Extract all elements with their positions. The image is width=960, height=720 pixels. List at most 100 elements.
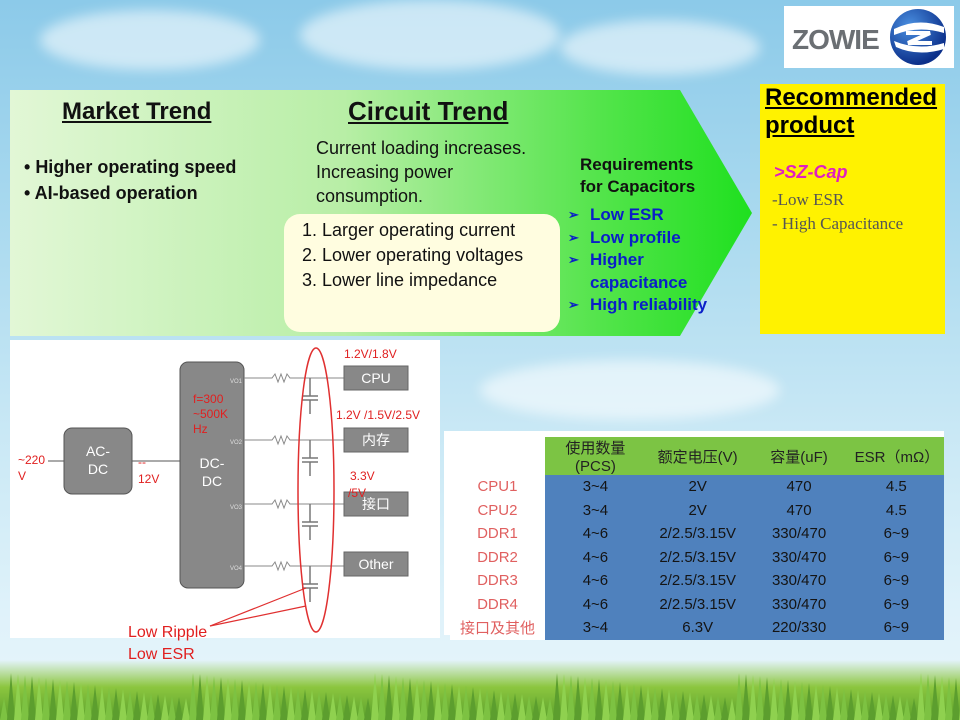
grass-blade [273,685,281,720]
circuit-line-1: Current loading increases. [316,138,527,158]
grass-blade [651,687,659,720]
load-other [343,551,409,577]
grass-blade [98,686,106,720]
grass-blade [84,684,92,720]
volt-label-1: 1.2V/1.8V [344,347,397,361]
table-cell: 4~6 [544,569,646,593]
table-row-label: 接口及其他 [450,616,545,640]
table-cell: 470 [749,475,849,499]
grass-blade [665,689,673,720]
dcdc-label: DC- [200,455,225,471]
svg-text:CPU: CPU [361,370,391,386]
grass-blade [553,673,561,720]
grass-blade [917,673,925,720]
grass-blade [301,689,309,720]
table-cell: 330/470 [749,569,849,593]
grass-blade [392,676,400,720]
table-cell: 6~9 [848,616,944,640]
grass-blade [210,676,218,720]
grass-blade [924,674,932,720]
table-cell: 4~6 [544,545,646,569]
grass-blade [812,684,820,720]
grass-blade [77,683,85,720]
grass-blade [784,680,792,720]
table-header: 使用数量(PCS) [544,437,646,475]
grass-blade [378,674,386,720]
recommended-feature-2: - High Capacitance [772,214,904,233]
grass-blade [448,684,456,720]
grass-blade [903,697,911,720]
table-row-label: DDR4 [450,592,545,616]
freq-label: f=300 [193,392,224,406]
grass-blade [42,678,50,720]
grass-blade [175,697,183,720]
grass-blade [567,675,575,720]
table-cell: 3~4 [544,475,646,499]
table-cell: 6~9 [848,522,944,546]
grass-blade [546,698,554,720]
grass-blade [371,673,379,720]
background-cloud [40,10,260,70]
grass-blade [140,692,148,720]
arrow-bullet-icon: ➢ [568,207,579,222]
grass-blade [420,680,428,720]
grass-blade [259,683,267,720]
grass-blade [252,682,260,720]
grass-blade [294,688,302,720]
table-cell: 330/470 [749,522,849,546]
circuit-trend-description: Current loading increases. Increasing po… [316,136,586,208]
source-label: ~220 [18,453,45,467]
grass-blade [539,697,547,720]
svg-text:VO4: VO4 [230,566,243,572]
table-cell: 4.5 [848,498,944,522]
grass-blade [847,689,855,720]
grass-blade [406,678,414,720]
grass-blade [70,682,78,720]
grass-blade [525,695,533,720]
circuit-drawing: AC- DC ~220 V -- 12V f=300 ~500K Hz DC- … [18,347,420,633]
grass-blade [497,691,505,720]
load-cpu [343,365,409,391]
grass-blade [728,698,736,720]
grass-blade [280,686,288,720]
grass-blade [875,693,883,720]
grass-blade [833,687,841,720]
dcdc-block [179,361,245,589]
circuit-trend-title: Circuit Trend [348,96,509,126]
table-cell: 4.5 [848,475,944,499]
acdc-label: AC- [86,443,110,459]
grass-blade [427,681,435,720]
recommended-title: Recommended product [765,84,938,139]
grass-blade [105,687,113,720]
grass-blade [434,682,442,720]
vo-labels: VO1 VO2 VO3 VO4 [230,379,243,572]
grass-blade [483,689,491,720]
svg-text:Hz: Hz [193,422,208,436]
grass-blade [518,694,526,720]
svg-text:V: V [18,469,26,483]
requirement-item: ➢Low profile [568,227,730,250]
grass-blade [931,675,939,720]
background-cloud [300,0,560,70]
requirements-list: ➢Low ESR ➢Low profile ➢Higher capacitanc… [568,204,730,317]
volt-label-2: 1.2V /1.5V/2.5V [336,408,420,422]
grass-blade [147,693,155,720]
recommended-feature-1: -Low ESR [772,190,845,209]
grass-blade [154,694,162,720]
table-cell: 2/2.5/3.15V [645,522,750,546]
grass-blade [609,681,617,720]
grass-blade [896,696,904,720]
grass-blade [343,695,351,720]
grass-blade [161,695,169,720]
grass-blade [231,679,239,720]
circuit-line-3: consumption. [316,186,424,206]
grass-blade [441,683,449,720]
grass-blade [945,677,953,720]
grass-blade [7,673,15,720]
annotation-low-esr: Low ESR [128,646,195,663]
background-cloud [480,360,780,420]
table-header: ESR（mΩ） [848,437,944,475]
